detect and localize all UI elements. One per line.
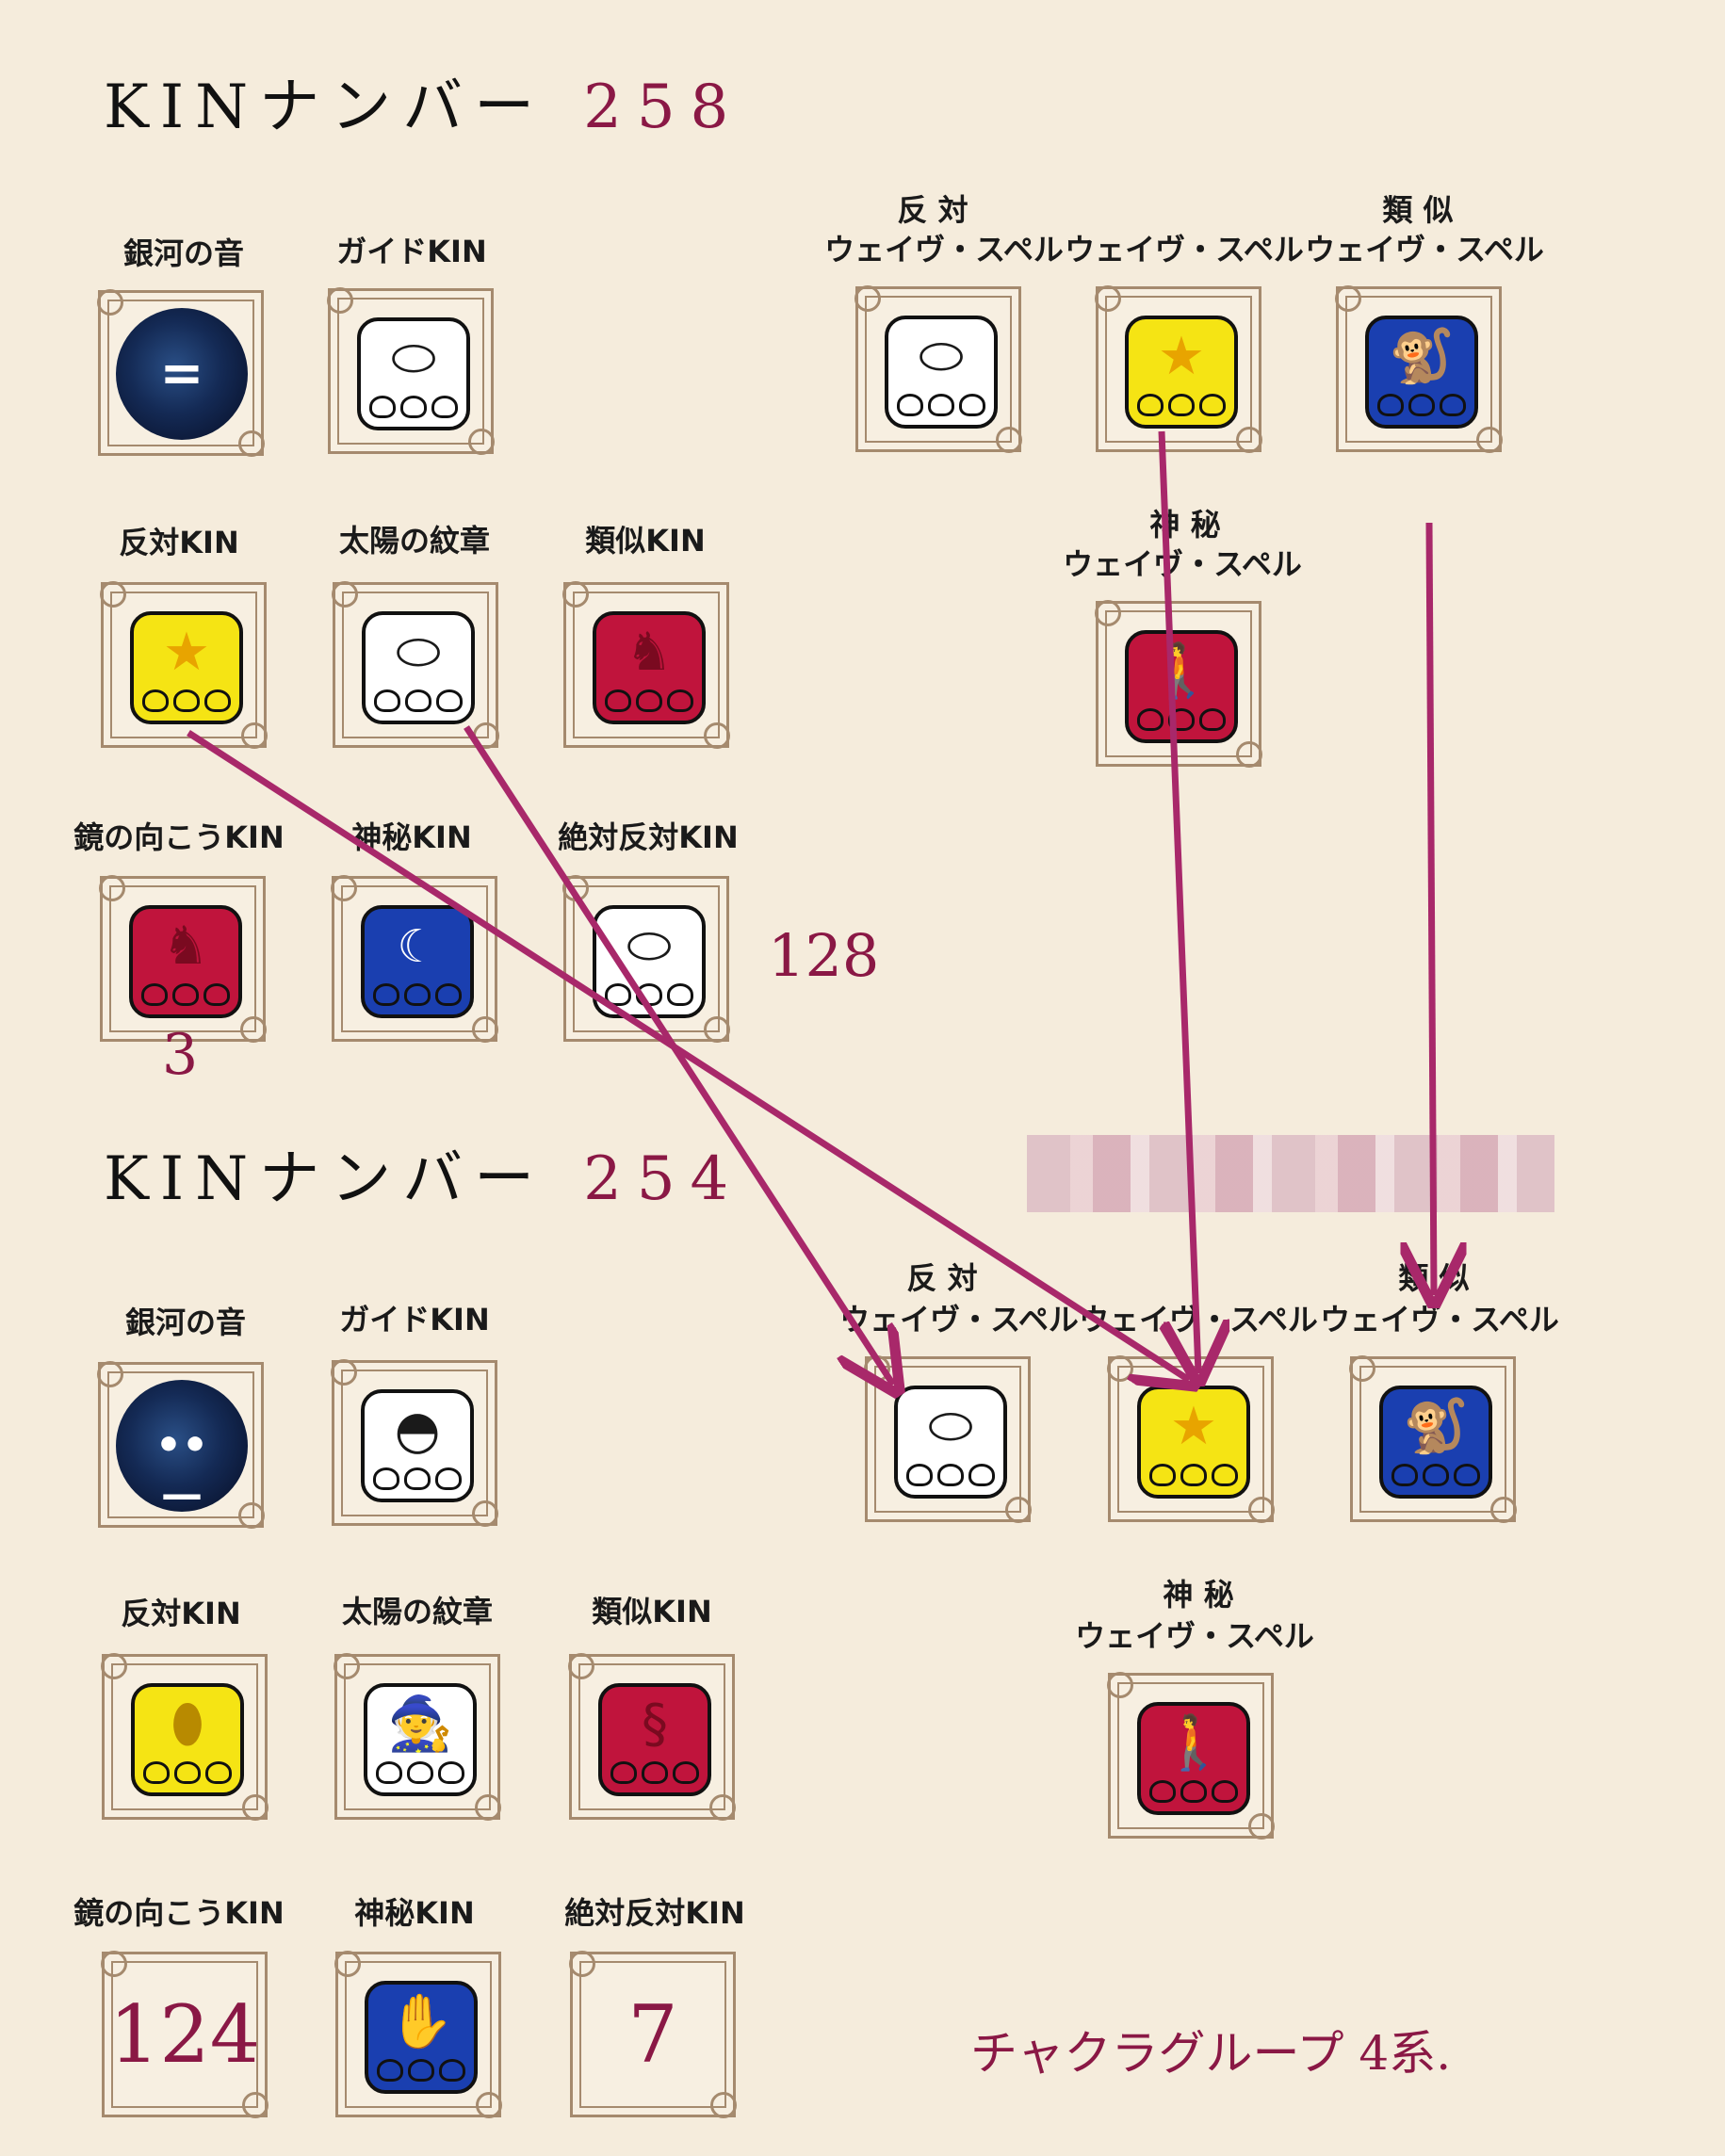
hidden-ws-tile: 🚶: [1095, 600, 1262, 768]
solar-seal-tile: ⬭: [332, 581, 499, 749]
label-absolute-opposite-kin: 絶対反対KIN: [564, 1895, 745, 1931]
skywalker-seal-icon: 🚶: [1125, 630, 1238, 743]
label-absolute-opposite-kin: 絶対反対KIN: [558, 819, 739, 855]
night-seal-icon: ☾: [361, 905, 474, 1018]
arrow-opposite-to-ws: [187, 730, 1189, 1380]
dragon-seal-icon: ♞: [593, 611, 706, 724]
hand-seal-icon: ✋: [365, 1981, 478, 2094]
label-opposite-ws-line2: ウェイヴ・スペル: [824, 232, 1064, 267]
label-solar-seal: 太陽の紋章: [341, 1594, 494, 1629]
heading-label: KINナンバー: [104, 73, 546, 142]
solar-seal-tile: 🧙: [334, 1653, 501, 1821]
absolute-number: 7: [627, 1988, 678, 2081]
label-hidden-ws-line2: ウェイヴ・スペル: [1063, 546, 1302, 582]
hidden-ws-tile: 🚶: [1107, 1672, 1275, 1840]
hidden-kin-tile: ✋: [334, 1951, 502, 2118]
mirror-seal-icon: ⬭: [593, 905, 706, 1018]
label-opposite-ws-line1: 反 対: [897, 192, 968, 228]
analog-kin-tile: ♞: [562, 581, 730, 749]
star-seal-icon: ★: [1125, 316, 1238, 429]
label-galactic-tone: 銀河の音: [122, 235, 245, 271]
label-opposite-kin: 反対KIN: [119, 525, 239, 560]
label-hidden-ws-line1: 神 秘: [1163, 1577, 1234, 1613]
label-analog-kin: 類似KIN: [592, 1594, 712, 1629]
label-solar-seal: 太陽の紋章: [338, 523, 491, 559]
label-mirror-kin: 鏡の向こうKIN: [73, 819, 285, 855]
ws-tile: ★: [1095, 285, 1262, 453]
serpent-seal-icon: §: [598, 1683, 711, 1796]
label-opposite-kin: 反対KIN: [121, 1596, 241, 1631]
mirror-kin-tile: 124: [101, 1951, 269, 2118]
label-mirror-kin: 鏡の向こうKIN: [73, 1895, 285, 1931]
star-seal-icon: ★: [130, 611, 243, 724]
analog-ws-tile: 🐒: [1335, 285, 1503, 453]
monkey-seal-icon: 🐒: [1379, 1386, 1492, 1499]
mirror-number: 124: [108, 1988, 261, 2081]
label-guide-kin: ガイドKIN: [336, 234, 487, 269]
label-analog-ws-line1: 類 似: [1382, 192, 1454, 228]
absolute-opposite-kin-tile: 7: [569, 1951, 737, 2118]
arrow-ws-to-ws: [1158, 430, 1198, 1373]
wizard-seal-icon: 🧙: [364, 1683, 477, 1796]
mirror-kin-tile: ♞: [99, 875, 267, 1043]
label-galactic-tone: 銀河の音: [124, 1305, 247, 1340]
mirror-seal-icon: ⬭: [885, 316, 998, 429]
ws-tile: ★: [1107, 1355, 1275, 1523]
page-title-bottom: KINナンバー 254: [104, 1130, 743, 1217]
guide-kin-tile: ⬭: [327, 287, 495, 455]
kin-number: 258: [583, 73, 744, 142]
monkey-seal-icon: 🐒: [1365, 316, 1478, 429]
analog-kin-tile: §: [568, 1653, 736, 1821]
galaxy-icon: =: [116, 308, 248, 440]
label-analog-kin: 類似KIN: [585, 523, 706, 559]
mirror-number-note: 3: [162, 1022, 199, 1088]
opposite-ws-tile: ⬭: [864, 1355, 1032, 1523]
mirror-seal-icon: ⬭: [894, 1386, 1007, 1499]
worldbridger-seal-icon: ◓: [361, 1389, 474, 1502]
analog-ws-tile: 🐒: [1349, 1355, 1517, 1523]
seed-seal-icon: ⬮: [131, 1683, 244, 1796]
label-ws: ウェイヴ・スペル: [1065, 232, 1304, 267]
label-opposite-ws-line1: 反 対: [906, 1260, 978, 1296]
dragon-seal-icon: ♞: [129, 905, 242, 1018]
galactic-tone-tile: =: [97, 289, 265, 457]
opposite-kin-tile: ★: [100, 581, 268, 749]
label-analog-ws-line2: ウェイヴ・スペル: [1305, 232, 1544, 267]
label-guide-kin: ガイドKIN: [339, 1302, 490, 1337]
kin-number: 254: [583, 1144, 744, 1214]
heading-label: KINナンバー: [104, 1144, 546, 1214]
skywalker-seal-icon: 🚶: [1137, 1702, 1250, 1815]
label-hidden-ws-line2: ウェイヴ・スペル: [1075, 1618, 1314, 1654]
opposite-kin-tile: ⬮: [101, 1653, 269, 1821]
chakra-group-note: チャクラグループ 4系.: [970, 2026, 1452, 2081]
absolute-opposite-kin-tile: ⬭: [562, 875, 730, 1043]
guide-kin-tile: ◓: [331, 1359, 498, 1527]
mirror-seal-icon: ⬭: [357, 317, 470, 430]
arrow-seal-to-opposite-ws: [464, 725, 893, 1385]
pixelated-redaction: [1027, 1135, 1554, 1212]
opposite-ws-tile: ⬭: [854, 285, 1022, 453]
mirror-seal-icon: ⬭: [362, 611, 475, 724]
page-title-top: KINナンバー 258: [104, 58, 743, 145]
galaxy-icon: ••—: [116, 1380, 248, 1518]
absolute-number-note: 128: [768, 921, 880, 990]
arrow-analog-ws-to-analog-ws: [1429, 522, 1434, 1295]
galactic-tone-tile: ••—: [97, 1361, 265, 1529]
label-hidden-kin: 神秘KIN: [354, 1895, 475, 1931]
